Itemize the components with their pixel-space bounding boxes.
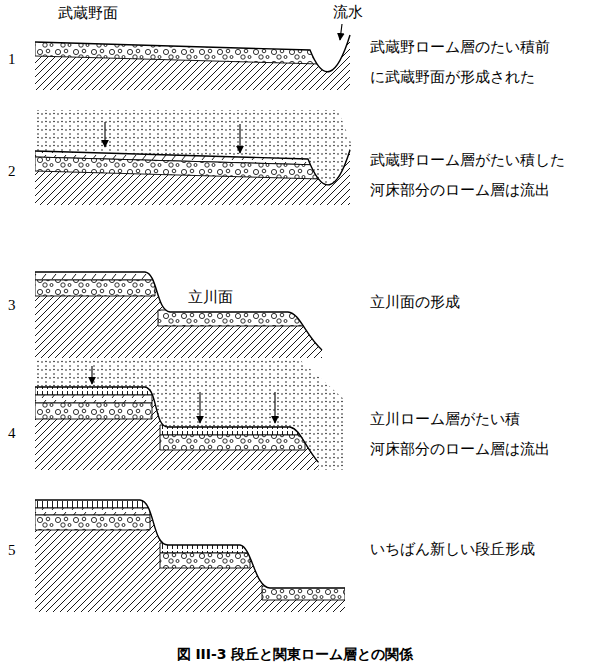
ground-surface bbox=[35, 35, 350, 72]
bedrock bbox=[35, 500, 345, 612]
ground-surface bbox=[35, 500, 345, 588]
bedrock bbox=[35, 150, 350, 205]
figure-caption: 図 III-3 段丘と関東ローム層との関係 bbox=[0, 645, 590, 663]
loam-layer bbox=[35, 395, 152, 403]
bedrock bbox=[35, 387, 318, 470]
ground-surface bbox=[35, 272, 322, 350]
ground-surface bbox=[35, 150, 350, 185]
bedrock bbox=[35, 35, 350, 90]
ash-fall-arrow bbox=[239, 124, 240, 153]
ash-fall-arrow bbox=[199, 392, 200, 423]
terrace-section bbox=[35, 110, 352, 205]
stage-description: 立川ローム層がたい積 河床部分のローム層は流出 bbox=[370, 404, 580, 464]
stage-number: 4 bbox=[8, 424, 16, 442]
stage-number: 1 bbox=[8, 50, 16, 68]
ash-fall-arrow bbox=[274, 392, 275, 423]
ground-surface bbox=[35, 387, 318, 462]
stage-description: 武蔵野ローム層がたい積した 河床部分のローム層は流出 bbox=[370, 145, 580, 205]
terrace-section bbox=[35, 360, 345, 470]
gravel-layer bbox=[35, 515, 150, 530]
ash-fall-arrow bbox=[104, 122, 105, 147]
terrace-section bbox=[35, 35, 350, 90]
gravel-layer bbox=[160, 435, 305, 450]
stage-description: いちばん新しい段丘形成 bbox=[370, 540, 535, 558]
stage-number: 5 bbox=[8, 541, 16, 559]
gravel-layer bbox=[35, 403, 152, 419]
stream-pointer bbox=[340, 24, 342, 40]
gravel-layer bbox=[35, 157, 320, 179]
surface-label: 立川面 bbox=[188, 288, 233, 306]
ash-fall-arrow bbox=[91, 366, 92, 384]
gravel-layer bbox=[160, 553, 250, 568]
loam-layer bbox=[35, 508, 150, 515]
surface-label: 武蔵野面 bbox=[58, 4, 118, 22]
stream-label: 流水 bbox=[333, 3, 363, 21]
stage-description: 武蔵野ローム層のたい積前 に武蔵野面が形成された bbox=[370, 32, 580, 92]
gravel-layer bbox=[35, 280, 155, 296]
stage-number: 3 bbox=[8, 296, 16, 314]
bedrock bbox=[35, 272, 322, 358]
stage-number: 2 bbox=[8, 162, 16, 180]
stage-description: 立川面の形成 bbox=[370, 293, 460, 311]
volcanic-ash bbox=[35, 360, 345, 470]
terrace-section bbox=[35, 498, 345, 612]
terrace-section bbox=[35, 270, 322, 358]
